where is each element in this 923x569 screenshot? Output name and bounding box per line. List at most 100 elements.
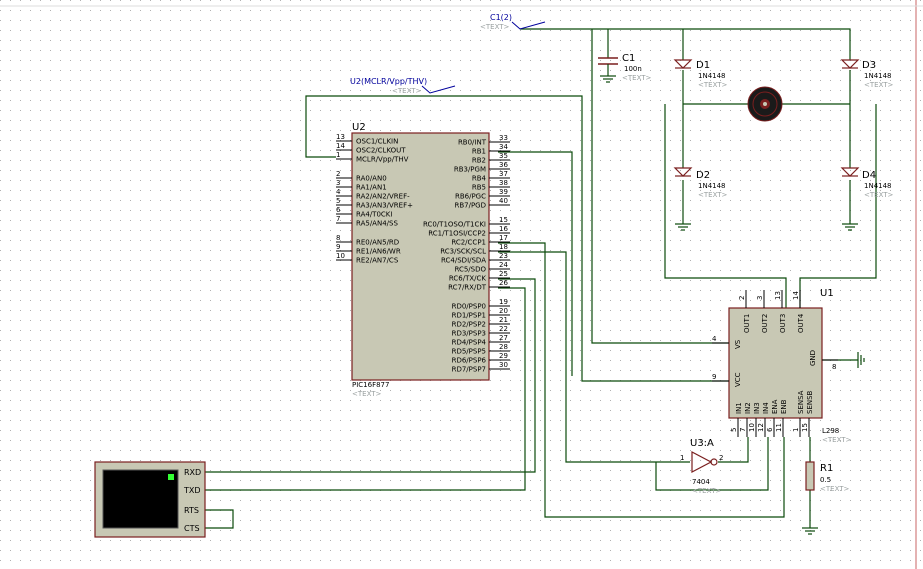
u2-pin-name: RE2/AN7/CS — [356, 257, 399, 265]
wire-out1[interactable] — [664, 104, 787, 308]
d3-text: <TEXT> — [864, 81, 894, 89]
r1-ref: R1 — [820, 463, 833, 474]
u2-pin-number: 9 — [336, 243, 340, 251]
u2-pin-number: 8 — [336, 234, 340, 242]
u2-pin-name: RA5/AN4/SS — [356, 220, 398, 228]
probe-u2-label: U2(MCLR/Vpp/THV) — [350, 77, 427, 86]
probe-c1[interactable]: C1(2) <TEXT> — [480, 13, 546, 31]
u2-pin-number: 35 — [499, 152, 508, 160]
wire-txd[interactable] — [205, 278, 536, 473]
u1-pin-name: SENSA — [797, 390, 805, 414]
u1-pins: 2OUT13OUT213OUT314OUT45IN17IN210IN312IN4… — [712, 290, 838, 437]
wire-inv-out[interactable] — [718, 437, 749, 463]
u2-pin-name: RA0/AN0 — [356, 175, 387, 183]
u2-pin-number: 26 — [499, 279, 508, 287]
u2-pin-name: RD1/PSP1 — [452, 312, 486, 320]
u1-ref: U1 — [820, 288, 834, 299]
d2-ref: D2 — [696, 170, 710, 181]
u1-pin-name: IN2 — [744, 402, 752, 414]
motor-icon[interactable] — [747, 86, 783, 122]
u3-part: 7404 — [692, 478, 710, 486]
wire-rxd[interactable] — [205, 287, 526, 491]
u2-text: <TEXT> — [352, 390, 382, 398]
u2-pin-number: 30 — [499, 361, 508, 369]
u1-part: L298 — [822, 427, 839, 435]
probe-c1-text: <TEXT> — [480, 23, 510, 31]
u2-pin-number: 4 — [336, 188, 341, 196]
u2-pin-number: 13 — [336, 133, 345, 141]
u2-microcontroller[interactable]: U2 13OSC1/CLKIN14OSC2/CLKOUT1MCLR/Vpp/TH… — [336, 122, 510, 398]
c1-value: 100n — [624, 65, 642, 73]
u1-pin-name: OUT2 — [761, 314, 769, 333]
wire-ccp1[interactable] — [498, 242, 785, 518]
u1-pin-number: 5 — [730, 428, 738, 432]
u2-pin-number: 19 — [499, 298, 508, 306]
u2-pin-name: RC7/RX/DT — [448, 284, 487, 292]
u2-pin-number: 36 — [499, 161, 508, 169]
u2-right-pins: 33RB0/INT34RB135RB236RB3/PGM37RB438RB539… — [423, 134, 510, 374]
u2-pin-name: RE0/AN5/RD — [356, 239, 399, 247]
diode-d3[interactable]: D3 1N4148 <TEXT> — [840, 59, 894, 89]
terminal-pin-rts: RTS — [184, 506, 199, 515]
terminal-screen — [102, 469, 179, 529]
ground-l298-icon — [857, 352, 865, 368]
u2-pin-number: 29 — [499, 352, 508, 360]
u2-part: PIC16F877 — [352, 381, 389, 389]
u1-pin-number: 8 — [832, 363, 836, 371]
u2-pin-name: RC0/T1OSO/T1CKI — [423, 221, 486, 229]
terminal-pin-rxd: RXD — [184, 468, 201, 477]
wire-in-b[interactable] — [655, 437, 769, 491]
u1-pin-name: SENSB — [806, 390, 814, 414]
probe-u2[interactable]: U2(MCLR/Vpp/THV) <TEXT> — [350, 77, 456, 95]
u2-pin-name: RC6/TX/CK — [449, 275, 487, 283]
r1-resistor[interactable]: R1 0.5 <TEXT> — [805, 461, 850, 493]
u2-pin-name: RD5/PSP5 — [452, 348, 486, 356]
u1-pin-number: 11 — [775, 423, 783, 432]
u1-pin-number: 6 — [766, 427, 774, 432]
u2-pin-name: RB7/PGD — [454, 202, 486, 210]
terminal-pin-txd: TXD — [183, 486, 201, 495]
u1-pin-name: IN3 — [753, 402, 761, 414]
u2-pin-name: RE1/AN6/WR — [356, 248, 401, 256]
u1-text: <TEXT> — [822, 436, 852, 444]
u1-pin-number: 3 — [756, 296, 764, 300]
wire-top-rail[interactable] — [520, 28, 851, 60]
ground-d4-icon — [842, 223, 858, 231]
u2-pin-number: 14 — [336, 142, 345, 150]
u2-pin-number: 40 — [499, 197, 508, 205]
u1-pin-name: IN1 — [735, 402, 743, 414]
u2-pin-number: 25 — [499, 270, 508, 278]
diode-d4[interactable]: D4 1N4148 <TEXT> — [840, 167, 894, 199]
u1-driver[interactable]: U1 2OUT13OUT213OUT314OUT45IN17IN210IN312… — [712, 288, 852, 444]
wire-mclr[interactable] — [305, 95, 729, 382]
u1-pin-number: 2 — [738, 296, 746, 300]
u2-pin-name: RC2/CCP1 — [451, 239, 486, 247]
u2-pin-name: RB6/PGC — [455, 193, 486, 201]
u1-pin-name: VCC — [734, 372, 742, 387]
r1-value: 0.5 — [820, 476, 831, 484]
probe-u2-text: <TEXT> — [392, 87, 422, 95]
wire-vs-supply[interactable] — [591, 29, 729, 344]
u2-pin-number: 28 — [499, 343, 508, 351]
u2-pin-name: RD0/PSP0 — [452, 303, 486, 311]
u1-pin-number: 13 — [774, 291, 782, 300]
u1-pin-name: GND — [809, 350, 817, 366]
d3-ref: D3 — [862, 60, 876, 71]
diode-d2[interactable]: D2 1N4148 <TEXT> — [673, 167, 728, 199]
u1-body — [728, 307, 823, 419]
u3-pin-in: 1 — [680, 454, 684, 462]
u2-pin-name: RB1 — [472, 148, 486, 156]
u2-pin-name: RA2/AN2/VREF- — [356, 193, 410, 201]
u2-pin-name: RD2/PSP2 — [452, 321, 486, 329]
wire-rc3[interactable] — [498, 251, 690, 463]
wire-rts-cts[interactable] — [205, 509, 234, 529]
u2-pin-name: RB5 — [472, 184, 486, 192]
u2-pin-name: RD6/PSP6 — [452, 357, 487, 365]
u3-inverter[interactable]: U3:A 1 2 7404 <TEXT> — [680, 438, 723, 495]
virtual-terminal[interactable]: RXD TXD RTS CTS — [94, 461, 206, 538]
d2-text: <TEXT> — [698, 191, 728, 199]
c1-capacitor[interactable]: C1 100n <TEXT> — [598, 53, 652, 83]
wire-rb1-en[interactable] — [498, 151, 573, 376]
diode-d1[interactable]: D1 1N4148 <TEXT> — [673, 59, 728, 89]
